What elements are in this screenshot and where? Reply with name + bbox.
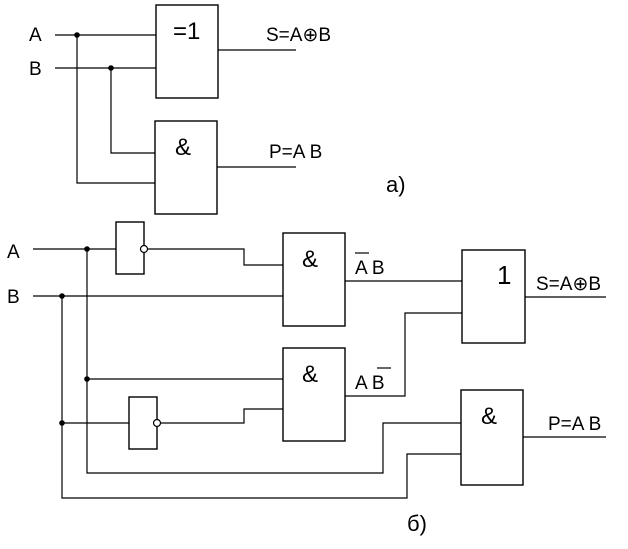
sum-label-b: S=A⊕B [536, 274, 601, 295]
wire-b-branch [110, 68, 155, 154]
junction-b [108, 65, 114, 71]
or-gate-symbol: 1 [497, 260, 511, 290]
and-gate-1 [282, 232, 346, 327]
wire-a-branch-b [86, 249, 461, 474]
and-gate-1-symbol: & [302, 246, 318, 273]
sum-label: S=A⊕B [266, 25, 331, 46]
circuit-b: A B & A B & A B [7, 221, 606, 536]
input-b-label: B [29, 59, 42, 80]
wire-notb-to-and2 [161, 408, 283, 424]
input-a-label-b: A [7, 242, 20, 263]
and-gate [154, 120, 218, 215]
inverter-b [128, 396, 158, 450]
xor-gate-symbol: =1 [173, 18, 200, 45]
junction-a-and2 [84, 376, 90, 382]
wire-nota-to-and1 [148, 248, 283, 266]
inverter-a [115, 221, 145, 275]
caption-a: а) [386, 172, 406, 197]
wire-b-branch-b [61, 296, 461, 499]
or-gate [461, 249, 526, 344]
and-gate-2-symbol: & [302, 361, 318, 388]
input-a-label: A [29, 25, 42, 46]
wire-a-branch [76, 35, 155, 184]
carry-label: P=A B [269, 142, 322, 163]
wire-and2-out [345, 312, 462, 397]
and-gate-3-symbol: & [481, 403, 497, 430]
carry-label-b: P=A B [548, 414, 601, 435]
input-b-label-b: B [7, 287, 20, 308]
circuit-a: A B =1 & S=A⊕B P=A B а) [29, 4, 406, 215]
and-gate-2 [282, 347, 346, 442]
and2-output-label: A B [355, 373, 385, 394]
caption-b: б) [407, 511, 427, 536]
junction-a [74, 32, 80, 38]
and-gate-symbol: & [175, 134, 191, 161]
junction-a-b [84, 246, 90, 252]
and1-output-label: A B [355, 258, 385, 279]
inverter-a-bubble [139, 244, 149, 254]
inverter-b-bubble [152, 418, 162, 428]
junction-b-inv [59, 420, 65, 426]
junction-b-b [59, 293, 65, 299]
xor-gate [155, 4, 219, 99]
